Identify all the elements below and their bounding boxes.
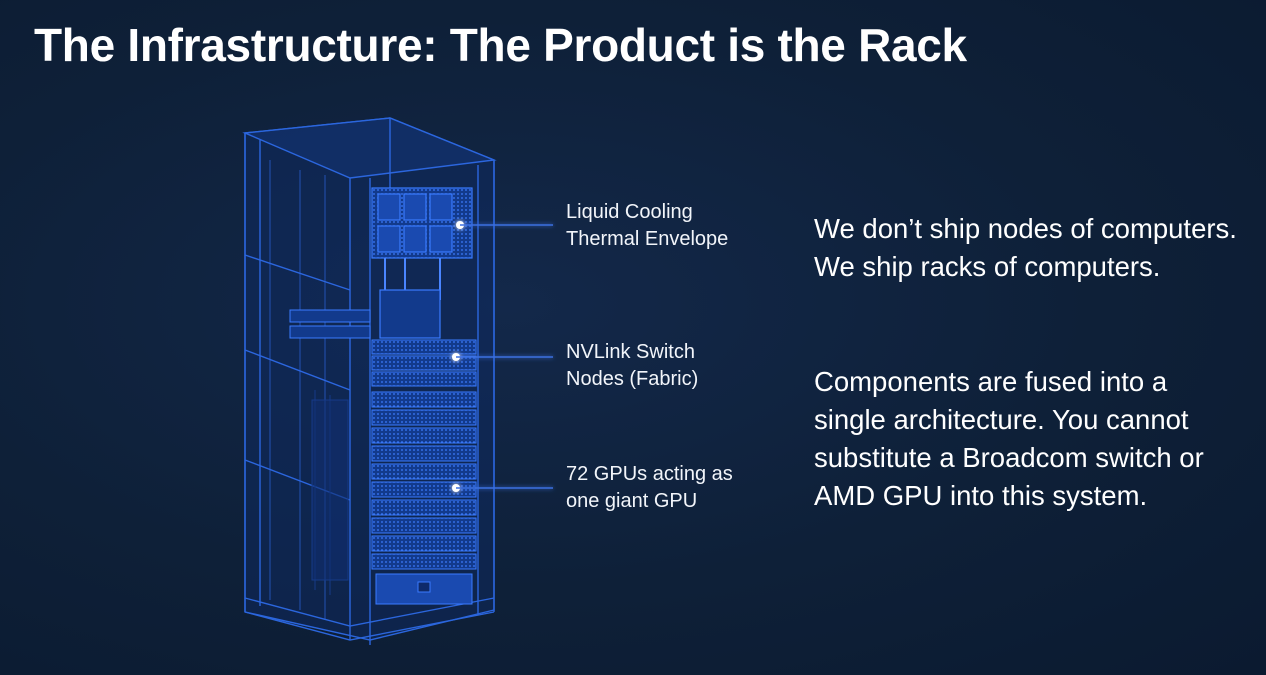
gpu-compute-trays (311, 390, 477, 605)
callout-label-line: 72 GPUs acting as (566, 463, 733, 485)
callout-nvlink-switch: NVLink Switch Nodes (Fabric) (566, 339, 776, 393)
cooling-module (371, 187, 473, 339)
callout-leaders (452, 221, 553, 492)
nvlink-switch-trays (289, 309, 477, 387)
slide-title: The Infrastructure: The Product is the R… (34, 19, 967, 71)
callout-liquid-cooling: Liquid Cooling Thermal Envelope (566, 199, 776, 253)
callout-label-line: Nodes (Fabric) (566, 368, 699, 390)
body-paragraph-1: We don’t ship nodes of computers. We shi… (814, 213, 1237, 282)
callout-label-line: NVLink Switch (566, 341, 695, 363)
callout-label-line: Liquid Cooling (566, 201, 693, 223)
callout-label-line: one giant GPU (566, 490, 698, 512)
body-paragraph-2: Components are fused into a single archi… (814, 366, 1204, 511)
callout-label-line: Thermal Envelope (566, 228, 729, 250)
callout-gpus: 72 GPUs acting as one giant GPU (566, 461, 776, 515)
